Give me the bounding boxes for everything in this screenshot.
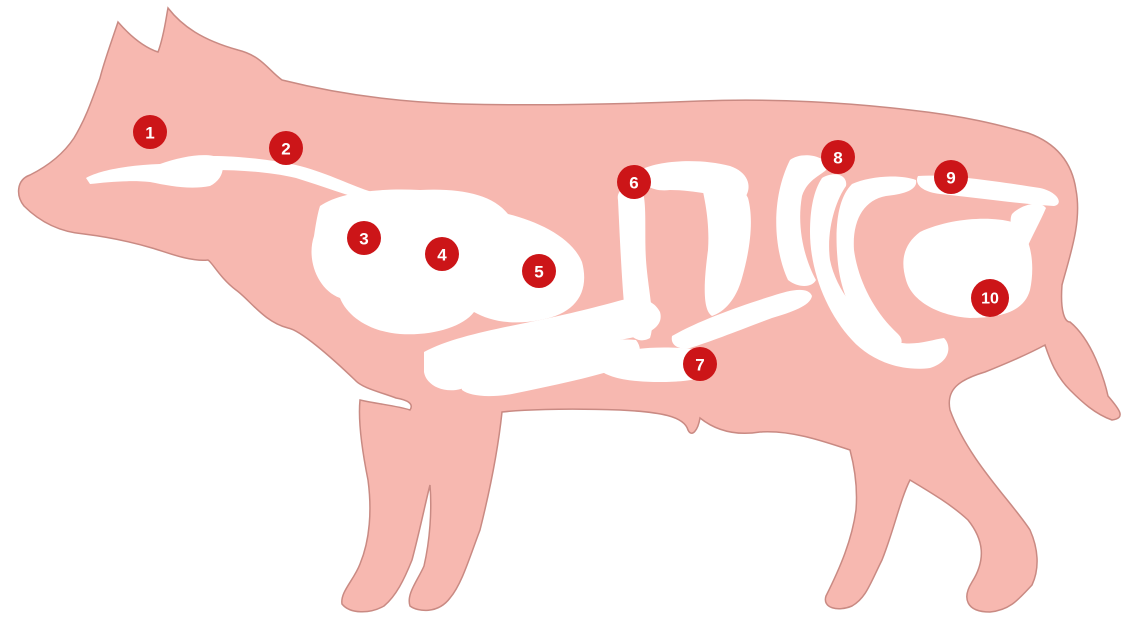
marker-label: 9	[946, 169, 955, 188]
marker-label: 1	[145, 124, 154, 143]
marker-5: 5	[522, 254, 556, 288]
marker-label: 3	[359, 230, 368, 249]
marker-label: 6	[629, 174, 638, 193]
marker-8: 8	[821, 140, 855, 174]
marker-2: 2	[269, 131, 303, 165]
marker-label: 7	[695, 356, 704, 375]
marker-4: 4	[425, 237, 459, 271]
marker-1: 1	[133, 115, 167, 149]
marker-10: 10	[971, 279, 1009, 317]
marker-label: 10	[981, 291, 999, 308]
marker-label: 2	[281, 140, 290, 159]
marker-7: 7	[683, 347, 717, 381]
marker-label: 4	[437, 246, 447, 265]
marker-6: 6	[617, 165, 651, 199]
marker-9: 9	[934, 160, 968, 194]
marker-3: 3	[347, 221, 381, 255]
marker-label: 5	[534, 263, 543, 282]
marker-label: 8	[833, 149, 842, 168]
